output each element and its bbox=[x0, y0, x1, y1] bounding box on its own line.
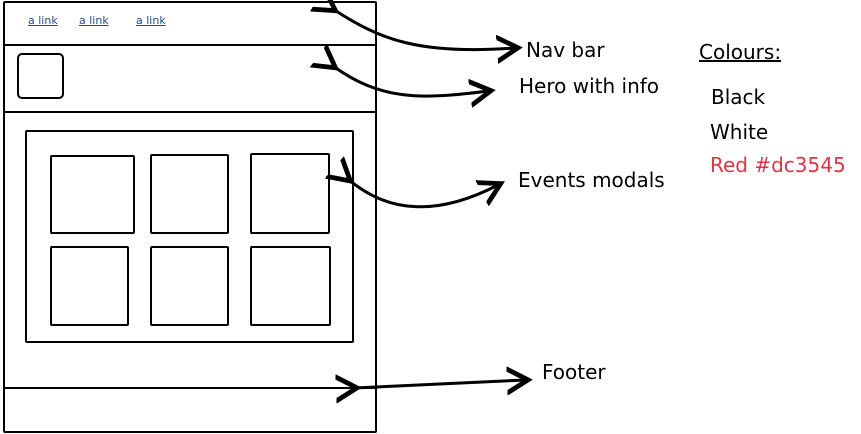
nav-bar-arrow bbox=[333, 9, 515, 50]
nav-link-1[interactable]: a link bbox=[28, 14, 58, 27]
wireframe-footer bbox=[3, 387, 377, 389]
colour-black: Black bbox=[711, 85, 766, 109]
event-modal-4[interactable] bbox=[50, 246, 129, 326]
hero-image-placeholder bbox=[17, 53, 64, 99]
event-modal-1[interactable] bbox=[50, 155, 135, 234]
colours-title: Colours: bbox=[699, 40, 782, 64]
event-modal-6[interactable] bbox=[250, 246, 331, 326]
events-container bbox=[25, 130, 354, 343]
nav-link-3[interactable]: a link bbox=[136, 14, 166, 27]
label-hero: Hero with info bbox=[519, 74, 660, 98]
wireframe-nav-bar bbox=[3, 1, 377, 46]
event-modal-2[interactable] bbox=[150, 154, 229, 234]
colour-white: White bbox=[710, 120, 769, 144]
nav-link-2[interactable]: a link bbox=[79, 14, 109, 27]
label-events: Events modals bbox=[518, 168, 665, 192]
label-footer: Footer bbox=[542, 360, 606, 384]
colour-red: Red #dc3545 bbox=[710, 153, 846, 177]
footer-arrow bbox=[354, 380, 525, 388]
label-nav-bar: Nav bar bbox=[526, 38, 605, 62]
events-arrow bbox=[348, 179, 498, 209]
wireframe-frame bbox=[3, 1, 377, 433]
event-modal-5[interactable] bbox=[150, 246, 229, 326]
hero-arrow bbox=[333, 66, 488, 96]
wireframe-hero bbox=[3, 44, 377, 113]
